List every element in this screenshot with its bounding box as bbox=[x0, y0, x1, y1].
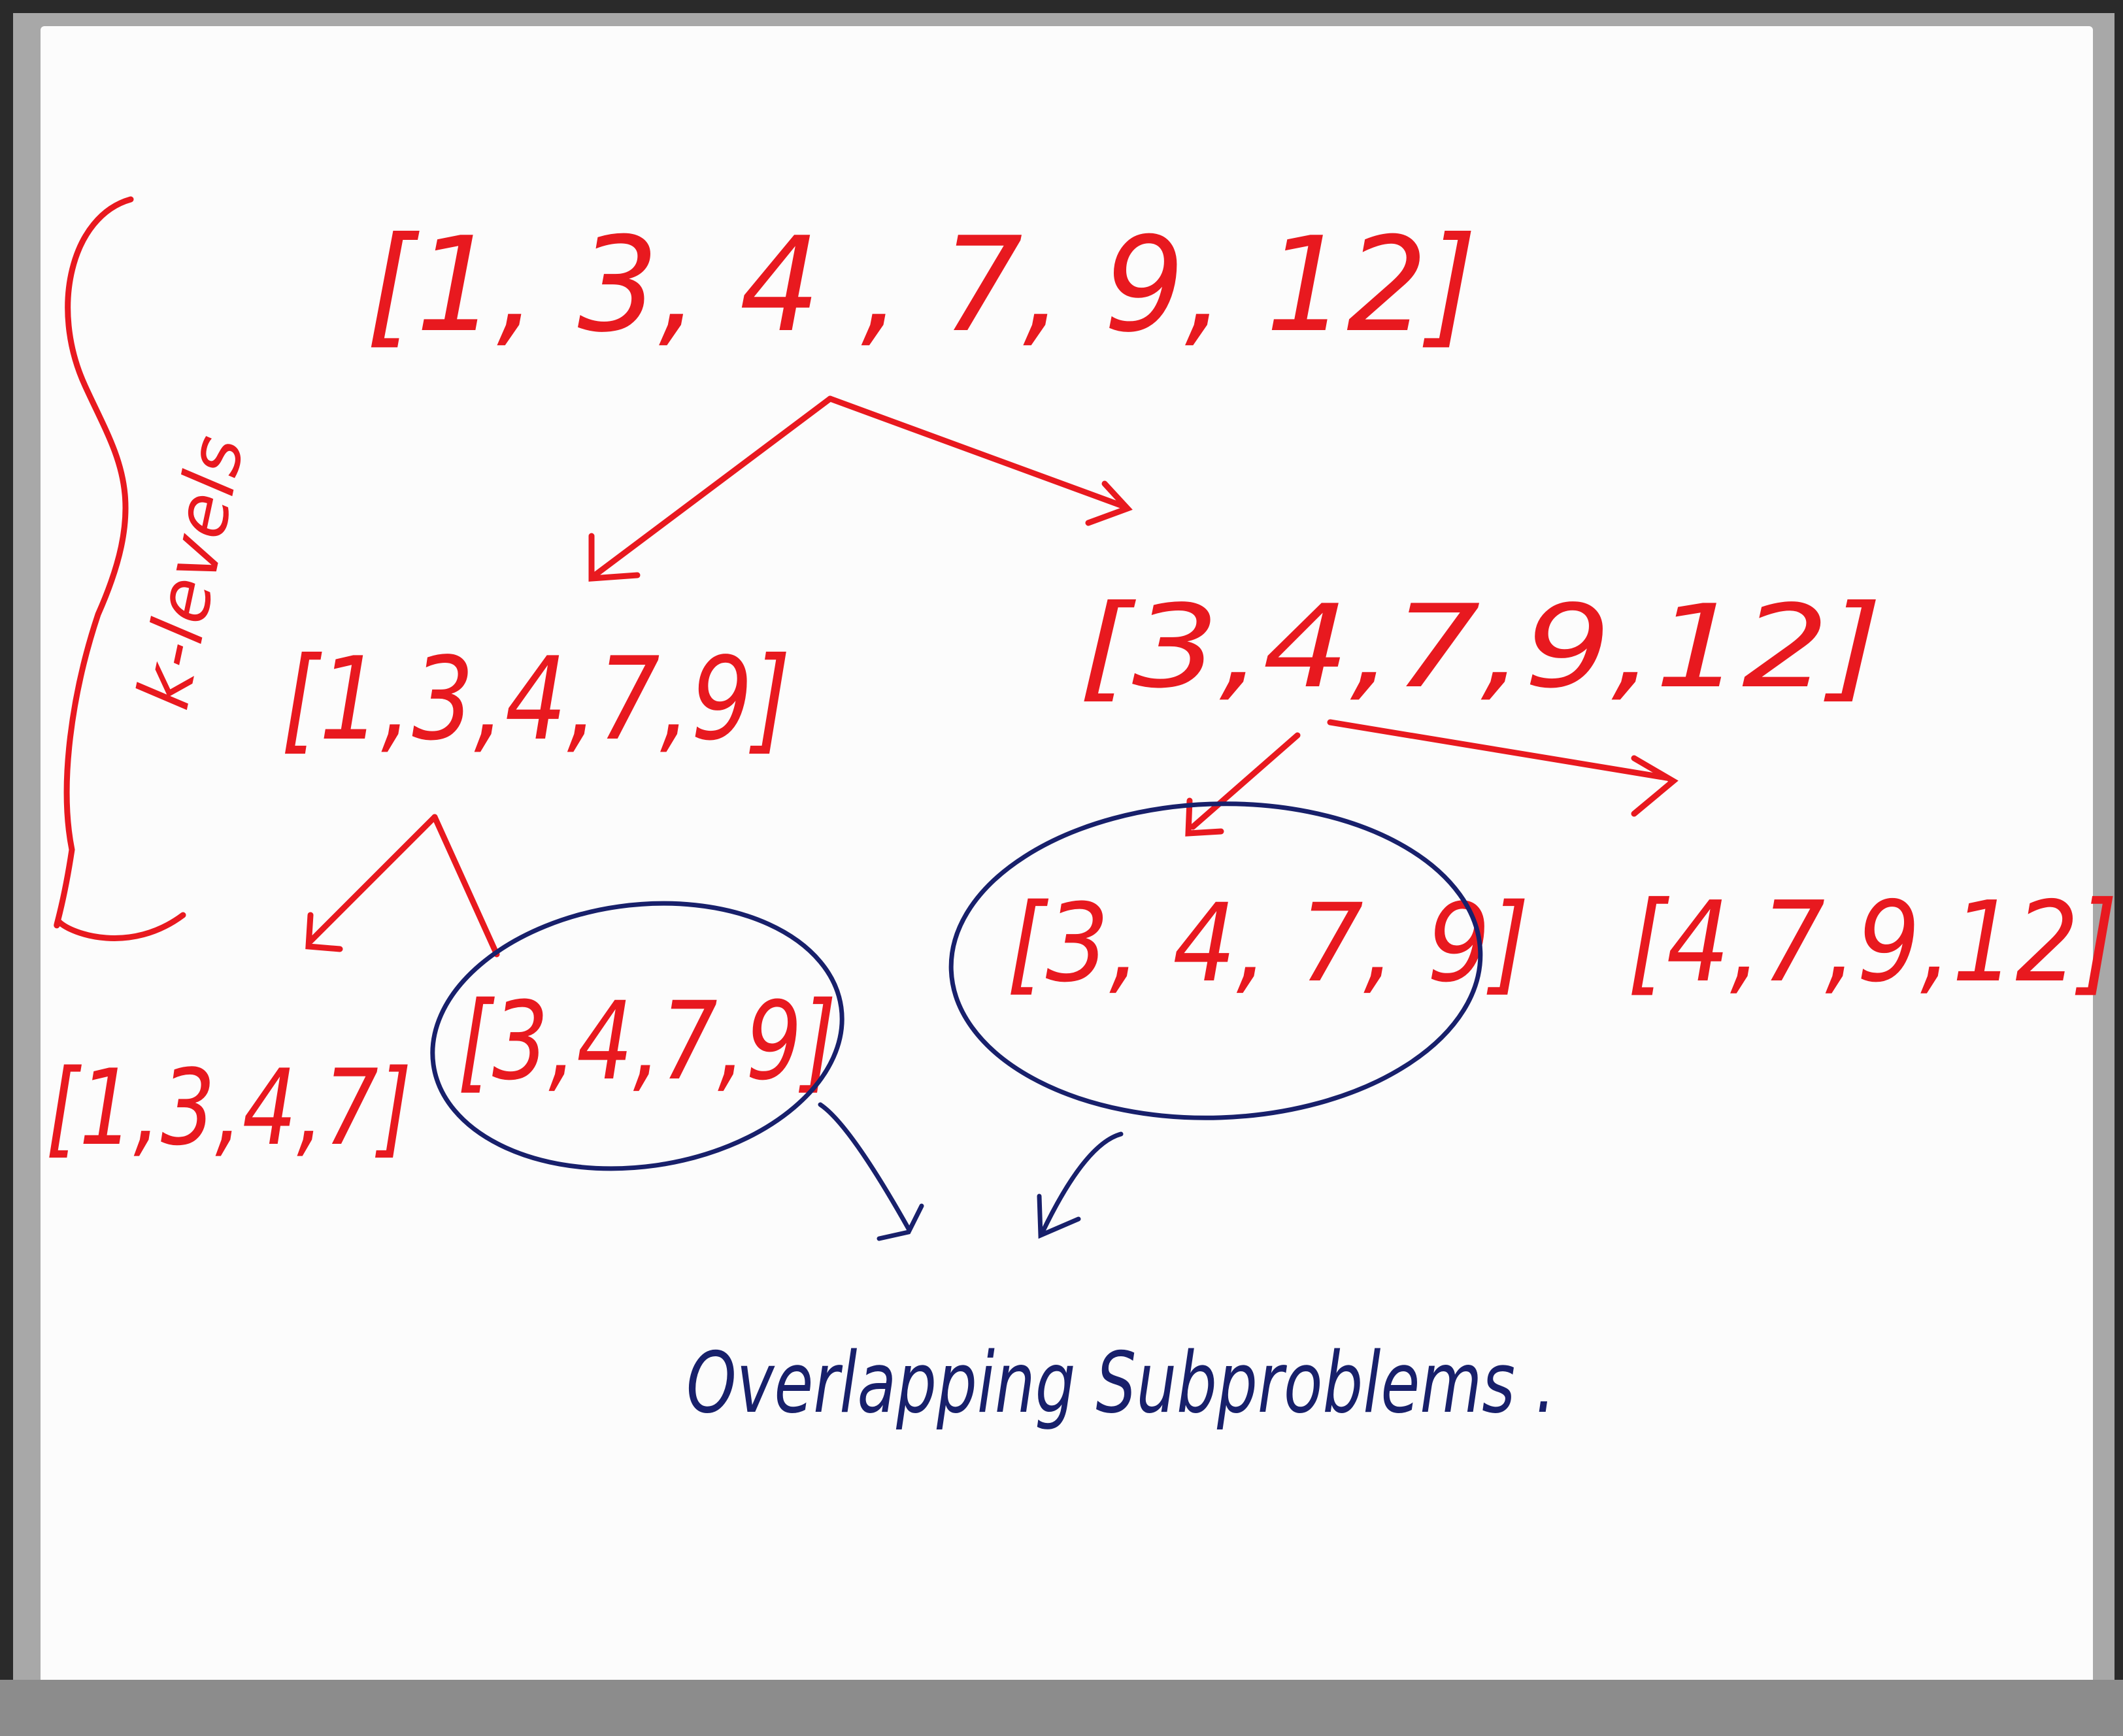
node-root: [1, 3, 4 , 7, 9, 12] bbox=[366, 209, 1477, 361]
root-branch-arrows bbox=[588, 395, 1133, 582]
overlap-circle-right bbox=[948, 801, 1483, 1120]
node-left-right: [3,4,7,9] bbox=[458, 978, 837, 1104]
overlap-circle-left bbox=[430, 901, 844, 1171]
right-branch-arrows bbox=[1185, 719, 1679, 837]
left-branch-arrows bbox=[305, 814, 500, 958]
node-right-right: [4,7,9,12] bbox=[1628, 878, 2118, 1007]
node-left: [1,3,4,7,9] bbox=[281, 633, 791, 766]
board-bottom-rail bbox=[0, 1680, 2123, 1736]
k-levels-brace bbox=[54, 196, 186, 941]
node-right: [3,4,7,9,12] bbox=[1078, 581, 1882, 714]
board-surface bbox=[41, 26, 2093, 1699]
overlap-arrows bbox=[818, 1102, 1124, 1241]
node-right-left: [3, 4, 7, 9] bbox=[1007, 880, 1530, 1006]
node-left-left: [1,3,4,7] bbox=[46, 1046, 412, 1169]
overlapping-subproblems-caption: Overlapping Subproblems . bbox=[686, 1335, 1556, 1432]
